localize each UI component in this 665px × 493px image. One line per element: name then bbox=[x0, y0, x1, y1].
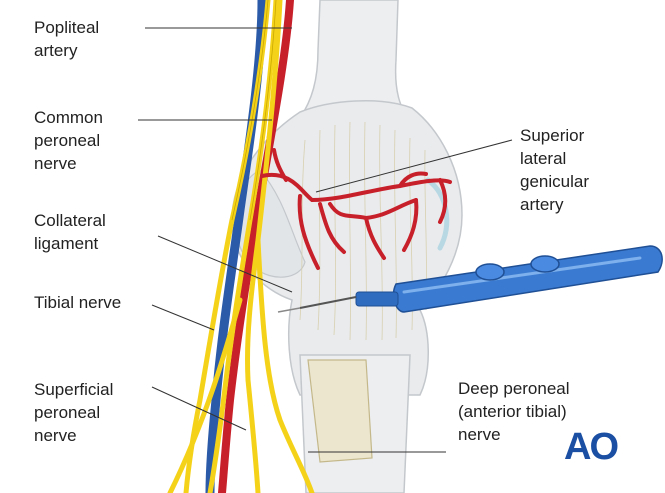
leader-tibial-nerve bbox=[151, 304, 215, 331]
label-tibial-nerve: Tibial nerve bbox=[34, 293, 122, 312]
label-popliteal-artery: Popliteal artery bbox=[34, 18, 100, 60]
label-collateral-ligament: Collateral ligament bbox=[34, 211, 106, 253]
genicular-artery bbox=[260, 148, 452, 270]
ao-logo: AO bbox=[564, 426, 619, 468]
fibula bbox=[307, 359, 373, 463]
label-common-peroneal-nerve: Common peroneal nerve bbox=[34, 108, 103, 173]
deep-peroneal-nerve bbox=[255, 237, 315, 493]
leader-collateral-ligament bbox=[157, 235, 293, 293]
leader-genicular-artery bbox=[315, 139, 513, 193]
label-superior-lateral-genicular-artery: Superior lateral genicular artery bbox=[520, 126, 589, 214]
ligament-fibers bbox=[299, 121, 427, 341]
label-superficial-peroneal-nerve: Superficial peroneal nerve bbox=[34, 380, 114, 445]
superficial-peroneal-nerve bbox=[244, 0, 283, 493]
popliteal-artery bbox=[218, 0, 294, 493]
label-deep-peroneal-nerve: Deep peroneal (anterior tibial) nerve bbox=[458, 379, 570, 444]
leader-superficial-peroneal-nerve bbox=[151, 386, 247, 431]
leader-lines bbox=[138, 27, 513, 453]
electrocautery-device bbox=[277, 245, 663, 313]
